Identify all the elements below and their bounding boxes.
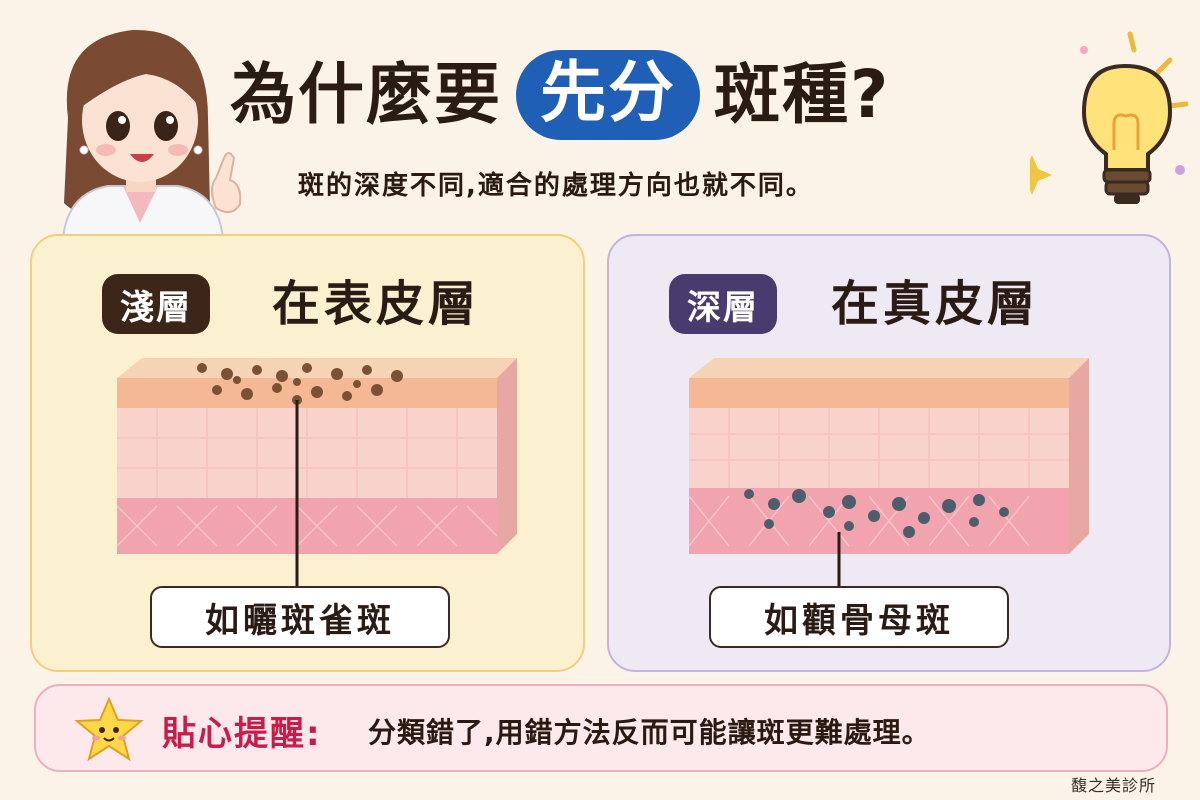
tip-text: 分類錯了,用錯方法反而可能讓斑更難處理。 xyxy=(368,716,931,749)
shallow-panel: 淺層 在表皮層 如曬斑雀斑 xyxy=(30,234,585,672)
subtitle: 斑的深度不同,適合的處理方向也就不同。 xyxy=(298,171,814,201)
shallow-heading: 在表皮層 xyxy=(272,276,481,332)
tip-banner: 貼心提醒: 分類錯了,用錯方法反而可能讓斑更難處理。 xyxy=(34,684,1168,772)
title-suffix: 斑種? xyxy=(714,56,891,133)
page-title: 為什麼要 先分 斑種? xyxy=(230,40,890,150)
tip-label: 貼心提醒: xyxy=(162,714,322,754)
deep-tag: 深層 xyxy=(669,274,777,334)
doctor-illustration xyxy=(61,29,242,238)
deep-heading: 在真皮層 xyxy=(831,276,1040,332)
star-mascot-icon xyxy=(74,696,144,762)
clinic-name: 馥之美診所 xyxy=(1070,776,1156,795)
lightbulb-icon xyxy=(1030,31,1189,204)
shallow-tag: 淺層 xyxy=(102,274,210,334)
title-highlight: 先分 xyxy=(516,50,700,140)
shallow-example: 如曬斑雀斑 xyxy=(150,586,450,648)
skin-layer-diagram-deep xyxy=(688,358,1089,586)
title-prefix: 為什麼要 xyxy=(230,56,502,133)
deep-panel: 深層 在真皮層 如顴骨母斑 xyxy=(607,234,1171,672)
deep-example: 如顴骨母斑 xyxy=(709,586,1009,648)
skin-layer-diagram-shallow xyxy=(116,358,517,586)
